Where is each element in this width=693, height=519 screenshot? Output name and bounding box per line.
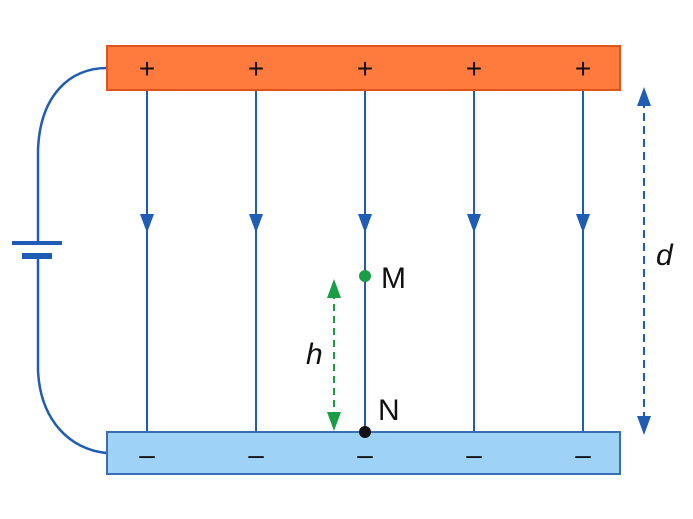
field-arrow-2 [249, 214, 263, 233]
d-arrow-head-bottom [637, 416, 651, 435]
point-n-label: N [378, 394, 400, 427]
d-arrow-head-top [637, 87, 651, 106]
field-arrow-3 [358, 214, 372, 233]
point-n [359, 426, 371, 438]
field-arrow-1 [140, 214, 154, 233]
bottom-sign-2: – [248, 439, 264, 470]
h-arrow-head-top [327, 279, 341, 298]
field-arrow-4 [467, 214, 481, 233]
bottom-plate [106, 431, 621, 475]
top-plate [106, 45, 621, 91]
top-sign-4: + [466, 53, 482, 84]
top-sign-2: + [248, 53, 264, 84]
field-arrow-5 [576, 214, 590, 233]
point-m [359, 270, 371, 282]
top-sign-1: + [139, 53, 155, 84]
bottom-sign-1: – [139, 439, 155, 470]
bottom-sign-5: – [575, 439, 591, 470]
d-label: d [656, 239, 674, 272]
point-m-label: M [381, 262, 406, 295]
top-sign-5: + [575, 53, 591, 84]
bottom-sign-3: – [357, 439, 373, 470]
h-label: h [306, 338, 323, 371]
battery-wire-top [36, 66, 108, 242]
field-lines [140, 90, 590, 432]
h-arrow-head-bottom [327, 412, 341, 431]
battery-wire-bottom [36, 258, 108, 455]
bottom-sign-4: – [466, 439, 482, 470]
top-sign-3: + [357, 53, 373, 84]
